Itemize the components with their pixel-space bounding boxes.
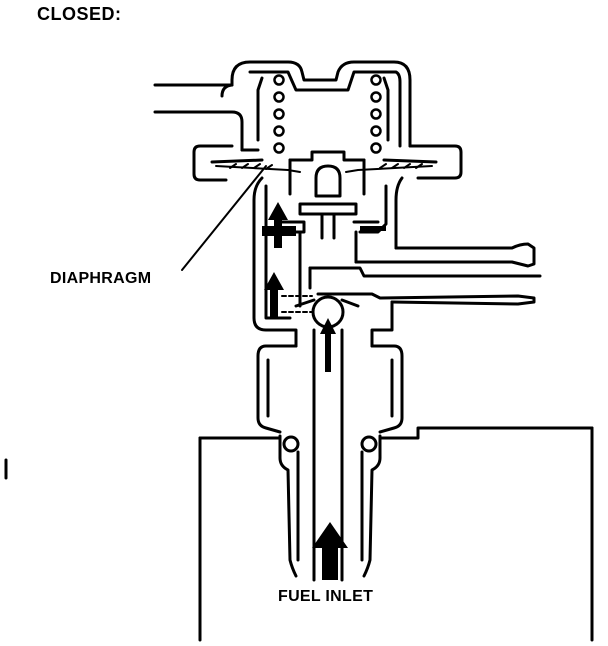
lower-fitting [278,434,382,578]
diaphragm-label: DIAPHRAGM [50,270,152,287]
bypass-passage [281,295,313,313]
valve-seat-hatch-right [360,226,386,231]
fuel-inlet-label: FUEL INLET [278,588,374,605]
flow-arrow-lower-left [264,272,284,318]
valve-lower-body [256,328,404,582]
diaphragm [215,163,433,173]
flow-arrow-upper [262,202,296,248]
spring-coils [273,74,382,154]
fuel-outlet-port [308,242,542,306]
valve-plate [288,150,366,240]
mounting-base [4,426,594,642]
diagram-title: CLOSED: [37,4,122,24]
spring-housing [230,60,412,148]
diaphragm-leader-line [181,165,267,271]
flow-arrow-seat [320,318,336,372]
flow-arrow-inlet [312,522,348,580]
valve-seat-hatch-left [262,226,296,231]
vacuum-port-tube [153,78,244,152]
diaphragm-flange [192,144,463,182]
